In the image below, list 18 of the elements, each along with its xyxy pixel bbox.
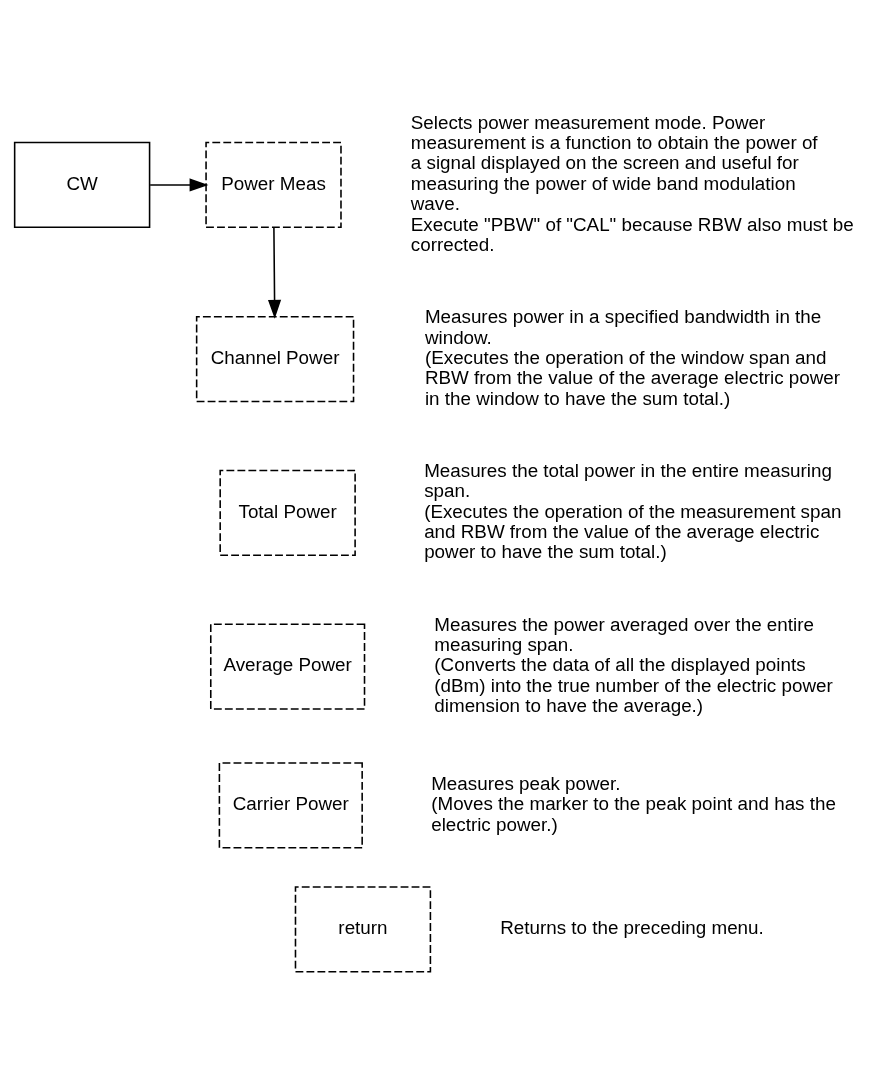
arrow [267,226,282,319]
node-label: (Executes the operation of the window span and RBW from the value of the average electric power in the window to have the sum total.) [424,346,841,409]
node-box: Average Power [210,622,366,710]
node-label: Selects power measurement mode. Power measurement is a function to obtain the power of a signal displayed on the screen and useful for measuring the power of wide band modulation wave. [410,111,818,214]
node-label: Measures power in a specified bandwidth in the window. [424,305,822,348]
node-box: Power Meas [205,141,342,228]
node-label: Execute "PBW" of "CAL" because RBW also must be corrected. [410,213,854,255]
node-label: Measures the power averaged over the entire measuring span. [434,613,814,655]
node-box: return [294,885,432,972]
node-label: Returns to the preceding menu. [500,916,764,938]
arrow [149,177,209,192]
node-box: Channel Power [195,315,355,402]
node-label: Measures the total power in the entire measuring span. [424,459,832,501]
node-box: Carrier Power [218,761,363,849]
node-box: Total Power [219,469,356,556]
node-label: Measures peak power. [431,772,621,794]
node-box: CW [13,141,151,228]
node-label: (Executes the operation of the measurement span and RBW from the value of the average electric power to have the sum total.) [424,500,842,562]
